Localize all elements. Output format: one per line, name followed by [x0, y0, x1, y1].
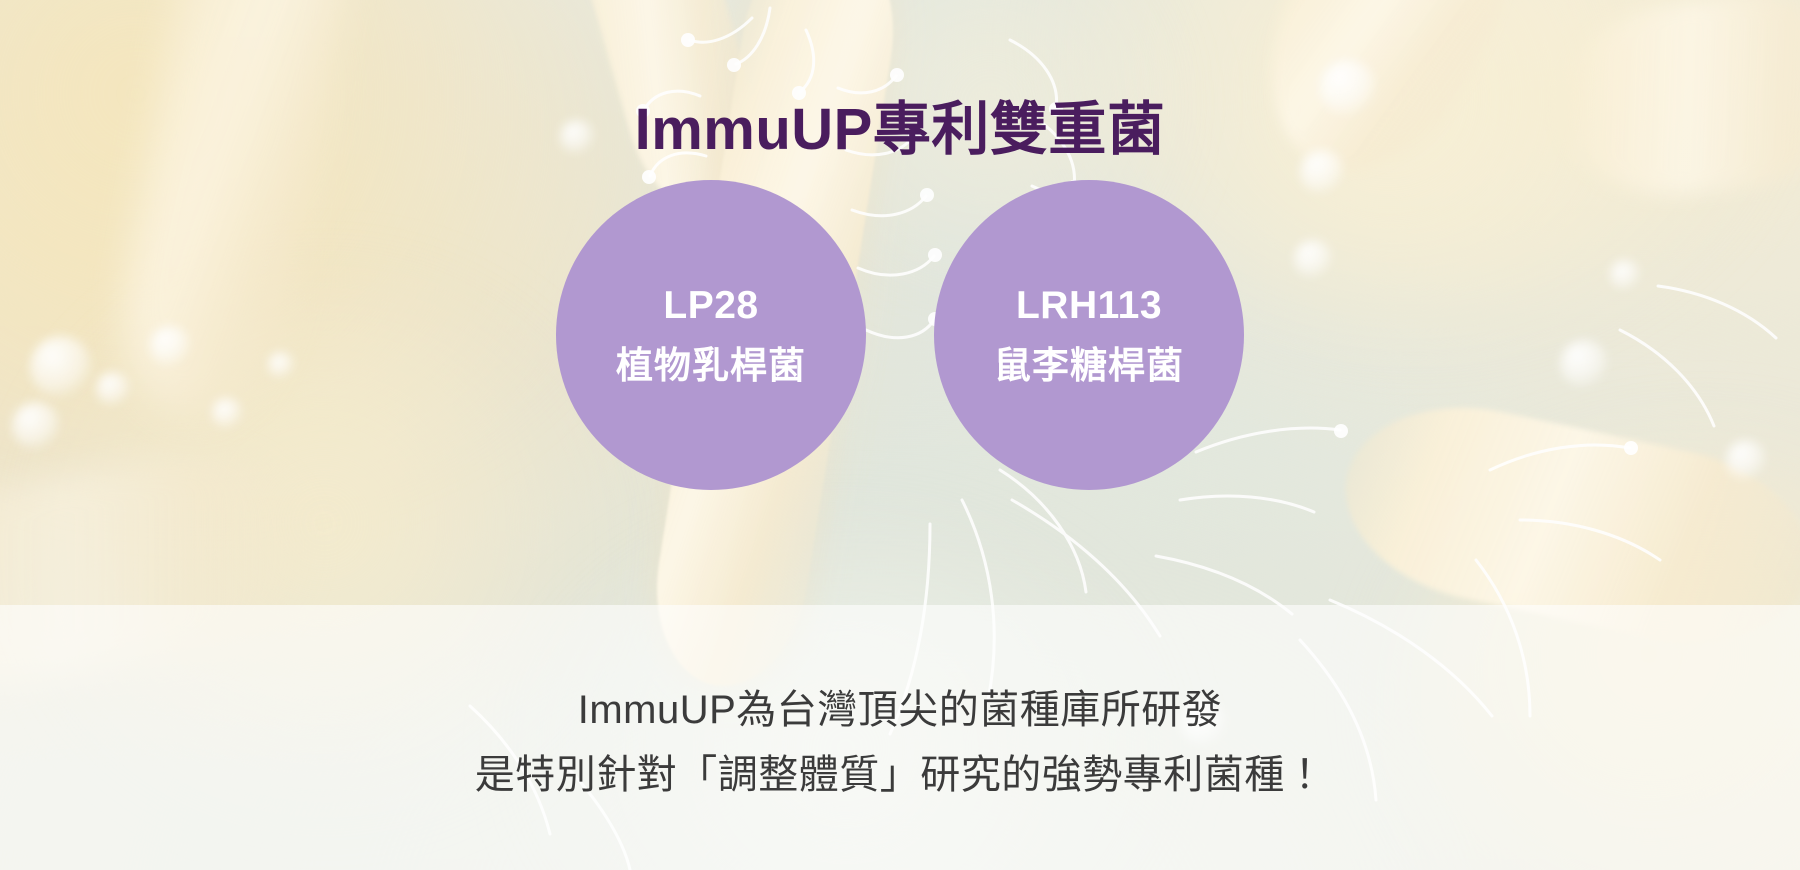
strain-bubble-group: LP28 植物乳桿菌 LRH113 鼠李糖桿菌 [0, 180, 1800, 500]
bokeh-highlight [96, 372, 130, 406]
bokeh-highlight [1560, 340, 1608, 388]
strain-bubble-lp28: LP28 植物乳桿菌 [556, 180, 866, 490]
bokeh-highlight [150, 326, 190, 366]
background-white-scrim [0, 605, 1800, 870]
bokeh-highlight [1320, 60, 1376, 116]
banner-description: ImmuUP為台灣頂尖的菌種庫所研發 是特別針對「調整體質」研究的強勢專利菌種！ [0, 678, 1800, 808]
bokeh-highlight [212, 398, 242, 428]
bokeh-highlight [1294, 240, 1332, 278]
bokeh-highlight [1300, 150, 1344, 194]
strain-code: LP28 [663, 284, 759, 327]
description-line: ImmuUP為台灣頂尖的菌種庫所研發 [577, 688, 1223, 732]
bokeh-highlight [1610, 260, 1640, 290]
strain-code: LRH113 [1015, 284, 1163, 327]
strain-name: 植物乳桿菌 [616, 345, 806, 386]
bokeh-highlight [268, 352, 294, 378]
strain-bubble-lrh113: LRH113 鼠李糖桿菌 [934, 180, 1244, 490]
page-title: ImmuUP專利雙重菌 [634, 96, 1166, 162]
description-line: 是特別針對「調整體質」研究的強勢專利菌種！ [474, 752, 1326, 797]
bokeh-highlight [30, 336, 92, 398]
strain-name: 鼠李糖桿菌 [994, 345, 1184, 386]
bokeh-highlight [12, 402, 60, 450]
bokeh-highlight [1726, 440, 1766, 480]
bokeh-highlight [560, 120, 594, 154]
